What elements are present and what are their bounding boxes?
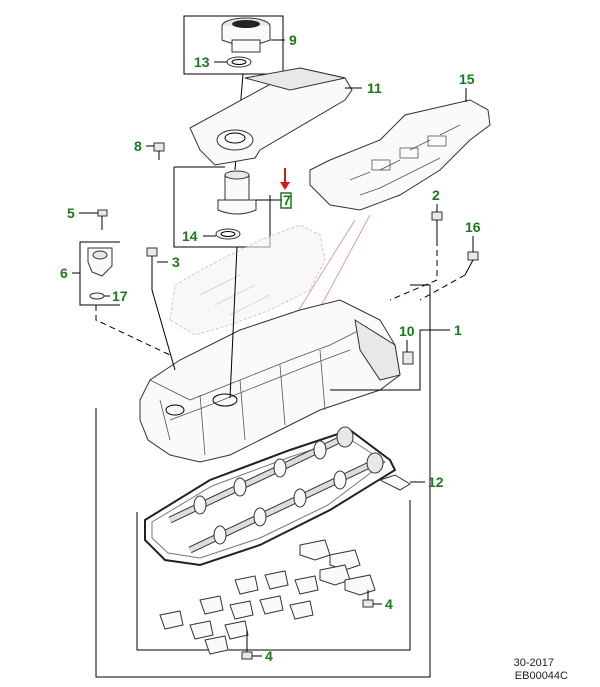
stud-16[interactable]: [464, 251, 479, 276]
footer-code: EB00044C: [514, 670, 568, 682]
oil-cap-seal[interactable]: [226, 56, 252, 68]
sensor-o-ring[interactable]: [89, 292, 105, 300]
camshaft-intake[interactable]: [168, 426, 354, 524]
bearing-caps[interactable]: [159, 539, 376, 655]
callout-4-left: 4: [265, 648, 273, 664]
oil-filler-cap[interactable]: [221, 17, 271, 53]
cam-cover-gasket[interactable]: [144, 428, 397, 567]
callout-12: 12: [428, 474, 444, 490]
frame-inner: [136, 500, 411, 651]
callout-5: 5: [67, 205, 75, 221]
dash-sensor-to-head: [95, 305, 171, 356]
acoustic-cover-insulator[interactable]: [309, 99, 491, 211]
callout-3: 3: [172, 254, 180, 270]
gasket-seal-12[interactable]: [378, 474, 411, 491]
separator-seal[interactable]: [215, 228, 241, 240]
callout-2: 2: [432, 187, 440, 203]
footer-date: 30-2017: [513, 657, 554, 669]
callout-labels: 9 13 11 15 8 7 14 2 16 5 6 17 3 10 1 12 …: [60, 32, 481, 664]
callout-7: 7: [283, 192, 291, 208]
cam-cover-ghost: [169, 224, 326, 336]
bolt-2[interactable]: [431, 211, 443, 240]
callout-8: 8: [134, 138, 142, 154]
camshaft-cover[interactable]: [139, 299, 401, 463]
callout-box-oil-cap: [183, 15, 284, 75]
oil-separator-valve[interactable]: [217, 170, 257, 215]
callout-box-separator: [173, 167, 271, 248]
engine-cover[interactable]: [189, 67, 353, 166]
callout-1: 1: [454, 322, 462, 338]
callout-6: 6: [60, 265, 68, 281]
callout-7-box: [280, 192, 292, 209]
leader-bolt3-down: [151, 289, 176, 371]
dash-stud16: [419, 274, 466, 301]
callout-16: 16: [465, 219, 481, 235]
frame-outer: [95, 284, 431, 678]
callout-11: 11: [367, 80, 382, 96]
callout-14: 14: [182, 228, 198, 244]
leader-separator-down: [229, 246, 238, 399]
bracket-cover: [330, 330, 421, 391]
bolt-8[interactable]: [153, 142, 165, 160]
callout-13: 13: [194, 54, 210, 70]
breather-10[interactable]: [402, 351, 414, 365]
callout-9: 9: [289, 32, 297, 48]
highlight-arrow-head: [280, 182, 290, 190]
bolt-5[interactable]: [97, 209, 108, 230]
callout-10: 10: [399, 323, 415, 339]
bolt-3[interactable]: [146, 247, 158, 290]
callout-17: 17: [112, 288, 128, 304]
callout-4-right: 4: [385, 596, 393, 612]
camshaft-sensor[interactable]: [87, 247, 113, 277]
dash-bolt2: [389, 240, 438, 301]
callout-15: 15: [459, 71, 475, 87]
camshaft-exhaust[interactable]: [188, 452, 384, 554]
